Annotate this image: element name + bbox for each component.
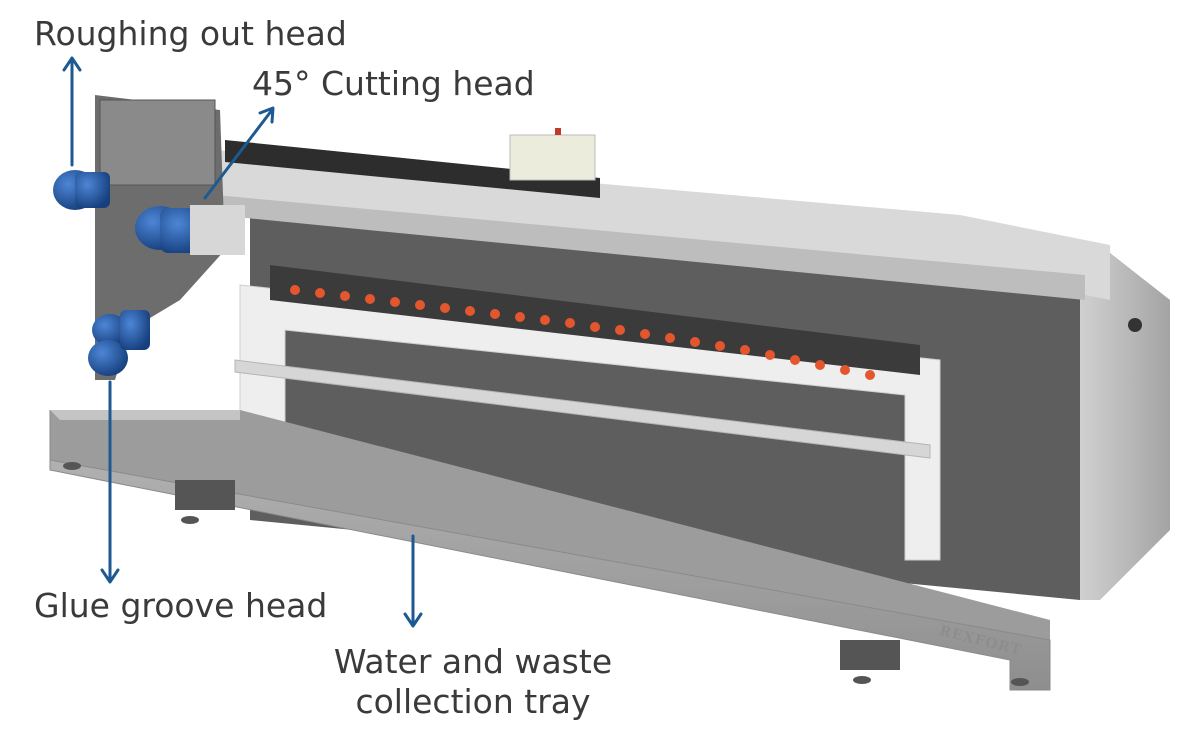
suction-cups xyxy=(290,285,875,380)
motor-cutting xyxy=(135,205,245,255)
motor-glue-groove xyxy=(88,310,150,376)
head-panel xyxy=(99,99,216,186)
gantry-bar xyxy=(270,265,920,375)
machine-feet xyxy=(63,462,1029,686)
label-water-waste-tray-line1: Water and waste xyxy=(333,642,613,681)
right-end-housing xyxy=(1080,245,1170,600)
housing-port xyxy=(1128,318,1142,332)
support-shaft xyxy=(234,359,931,459)
top-rail-face xyxy=(215,195,1085,300)
label-roughing-out-head: Roughing out head xyxy=(34,14,347,53)
cable-chain xyxy=(225,140,600,198)
control-box xyxy=(509,134,596,181)
label-water-waste-tray: Water and waste collection tray xyxy=(328,642,618,722)
label-glue-groove-head: Glue groove head xyxy=(34,586,328,625)
label-cutting-head: 45° Cutting head xyxy=(252,64,535,103)
waste-tray-floor xyxy=(50,410,1050,640)
waste-tray-side xyxy=(50,410,240,420)
motor-roughing xyxy=(53,170,110,210)
label-water-waste-tray-line2: collection tray xyxy=(355,682,591,721)
